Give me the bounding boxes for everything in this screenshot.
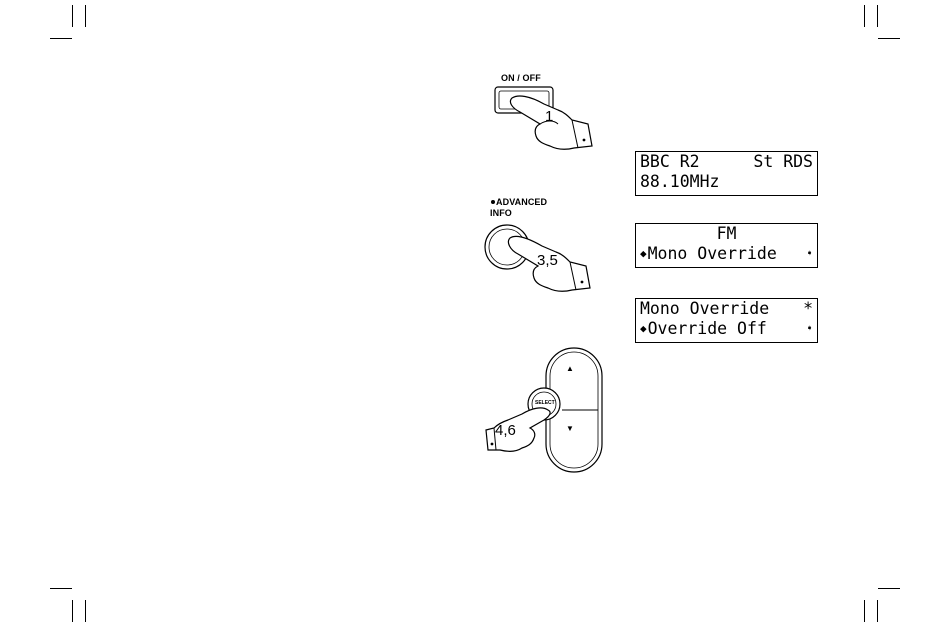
- lcd-station-name: BBC R2: [640, 152, 700, 172]
- up-arrow-icon[interactable]: ▲: [566, 364, 574, 373]
- pointing-hand-icon-select: [482, 400, 562, 460]
- step-number-power: 1: [545, 108, 553, 125]
- lcd-selected-marker: *: [803, 299, 813, 319]
- right-arrow-icon: ➧: [806, 244, 813, 264]
- lcd-frequency: 88.10MHz: [640, 172, 719, 192]
- lcd-menu-option: Mono Override: [647, 244, 807, 264]
- step-number-select: 4,6: [495, 422, 516, 439]
- pointing-hand-icon: [500, 90, 610, 160]
- left-arrow-icon: ◆: [640, 319, 647, 339]
- advanced-info-label-line1: ADVANCED: [496, 197, 547, 207]
- lcd-display-menu: FM ◆ Mono Override ➧: [635, 223, 818, 268]
- lcd-display-station: BBC R2 St RDS 88.10MHz: [635, 151, 818, 196]
- left-arrow-icon: ◆: [640, 244, 647, 264]
- lcd-setting-value: Override Off: [647, 319, 807, 339]
- step-number-info: 3,5: [537, 252, 558, 269]
- lcd-setting-title: Mono Override: [640, 299, 769, 319]
- on-off-label: ON / OFF: [501, 73, 541, 83]
- lcd-status-flags: St RDS: [753, 152, 813, 172]
- right-arrow-icon: ➧: [806, 319, 813, 339]
- advanced-info-label-line2: INFO: [490, 208, 512, 218]
- lcd-mode: FM: [717, 224, 737, 244]
- lcd-display-setting: Mono Override * ◆ Override Off ➧: [635, 298, 818, 343]
- down-arrow-icon[interactable]: ▼: [566, 424, 574, 433]
